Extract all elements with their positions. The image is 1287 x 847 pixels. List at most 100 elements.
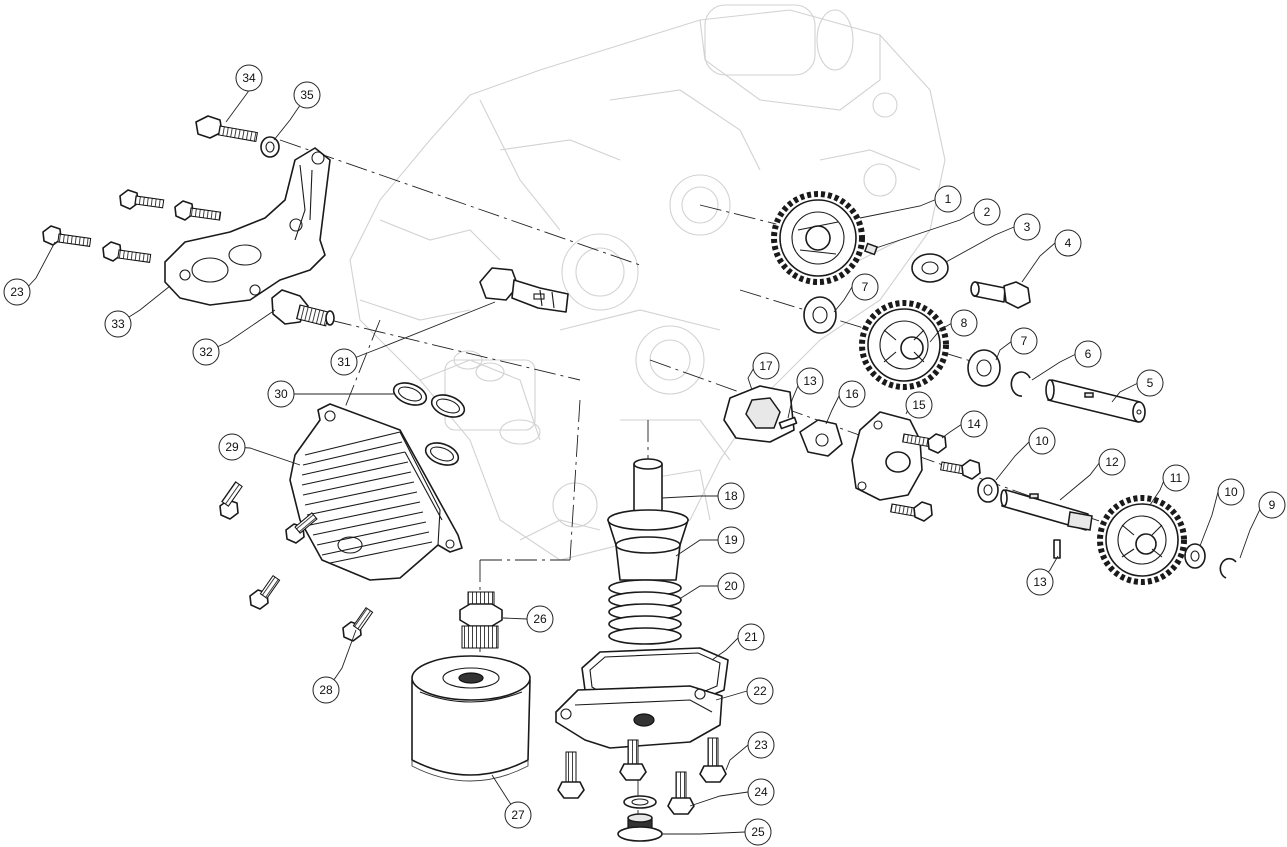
bolt-28-d	[342, 606, 374, 642]
callout-5: 5	[1136, 369, 1164, 397]
bolt-28-a	[219, 481, 243, 520]
callout-21: 21	[737, 623, 765, 651]
svg-text:15: 15	[912, 398, 926, 412]
nipple-26	[459, 591, 503, 649]
callout-26: 26	[526, 605, 554, 633]
washer-35	[260, 136, 280, 158]
bolt-14-c	[890, 501, 933, 522]
svg-text:9: 9	[1269, 498, 1276, 512]
svg-text:32: 32	[199, 345, 213, 359]
callout-15: 15	[905, 391, 933, 419]
svg-text:2: 2	[984, 205, 991, 219]
callout-12: 12	[1098, 448, 1126, 476]
svg-text:19: 19	[724, 533, 738, 547]
gear-8	[859, 300, 949, 390]
bolt-34	[195, 115, 259, 143]
gear-1	[771, 191, 865, 285]
gear-11	[1097, 495, 1187, 585]
svg-text:28: 28	[319, 683, 333, 697]
bolt-23-lower-c	[699, 737, 727, 783]
relief-cup-19	[615, 536, 681, 581]
svg-text:12: 12	[1105, 455, 1119, 469]
inner-rotor-16	[799, 419, 843, 457]
svg-text:10: 10	[1035, 434, 1049, 448]
pin-13-lower	[1053, 539, 1061, 559]
svg-text:3: 3	[1024, 220, 1031, 234]
svg-text:25: 25	[751, 825, 765, 839]
callout-13-lower: 13	[1026, 568, 1054, 596]
callout-18: 18	[717, 482, 745, 510]
filter-cover-22	[555, 685, 723, 749]
callout-3: 3	[1013, 213, 1041, 241]
callout-35: 35	[293, 81, 321, 109]
key-2	[863, 242, 879, 256]
svg-text:16: 16	[845, 387, 859, 401]
circlip-6	[1010, 371, 1031, 397]
svg-text:17: 17	[759, 359, 773, 373]
svg-text:7: 7	[1021, 334, 1028, 348]
svg-text:31: 31	[337, 355, 351, 369]
svg-text:4: 4	[1065, 236, 1072, 250]
oil-cooler-29	[289, 403, 463, 581]
pin-13-upper	[778, 416, 798, 430]
callout-23-upper: 23	[3, 278, 31, 306]
callout-32: 32	[192, 338, 220, 366]
shaft-5	[1045, 379, 1146, 423]
callout-11: 11	[1162, 464, 1190, 492]
bolt-23-upper	[42, 225, 92, 247]
o-rings-30	[392, 382, 466, 466]
callout-29: 29	[218, 433, 246, 461]
pump-bracket-33	[164, 147, 331, 306]
pump-cover-15	[851, 411, 923, 501]
bolt-23-lower-d	[667, 771, 695, 815]
svg-text:18: 18	[724, 489, 738, 503]
svg-text:30: 30	[274, 387, 288, 401]
svg-text:10: 10	[1224, 485, 1238, 499]
svg-text:5: 5	[1147, 376, 1154, 390]
callout-10-right: 10	[1217, 478, 1245, 506]
callout-16: 16	[838, 380, 866, 408]
svg-text:13: 13	[1033, 575, 1047, 589]
svg-text:35: 35	[300, 88, 314, 102]
callout-28: 28	[312, 676, 340, 704]
shaft-12	[1000, 489, 1093, 531]
callout-20: 20	[717, 572, 745, 600]
svg-text:29: 29	[225, 440, 239, 454]
callout-34: 34	[235, 64, 263, 92]
svg-text:21: 21	[744, 630, 758, 644]
pump-rotor-17	[723, 385, 795, 443]
svg-text:7: 7	[862, 280, 869, 294]
bolt-14-a	[902, 433, 947, 454]
relief-piston-18	[607, 458, 689, 546]
callout-27: 27	[504, 801, 532, 829]
callout-13-upper: 13	[796, 367, 824, 395]
callout-9: 9	[1258, 491, 1286, 519]
svg-text:1: 1	[945, 192, 952, 206]
washer-3	[911, 253, 949, 283]
callout-2: 2	[973, 198, 1001, 226]
washer-10-right	[1184, 543, 1206, 569]
svg-text:13: 13	[803, 374, 817, 388]
circlip-9	[1219, 557, 1237, 579]
bolt-14-b	[940, 459, 981, 480]
washer-7-left	[803, 296, 837, 334]
svg-text:22: 22	[753, 684, 767, 698]
bolt-23-lower-b	[619, 739, 647, 781]
callout-1: 1	[934, 185, 962, 213]
washer-24	[623, 795, 657, 809]
pressure-switch-31	[479, 267, 569, 313]
callout-7-left: 7	[851, 273, 879, 301]
svg-text:14: 14	[967, 417, 981, 431]
callout-17: 17	[752, 352, 780, 380]
svg-text:33: 33	[111, 317, 125, 331]
callout-23-lower: 23	[747, 731, 775, 759]
bolt-bracket-1	[119, 189, 165, 210]
spring-20	[608, 579, 682, 645]
fitting-32	[271, 289, 335, 327]
callout-25: 25	[744, 818, 772, 846]
callout-24: 24	[747, 778, 775, 806]
engine-crankcase-ghost	[349, 4, 946, 561]
bolt-28-c	[249, 574, 281, 610]
